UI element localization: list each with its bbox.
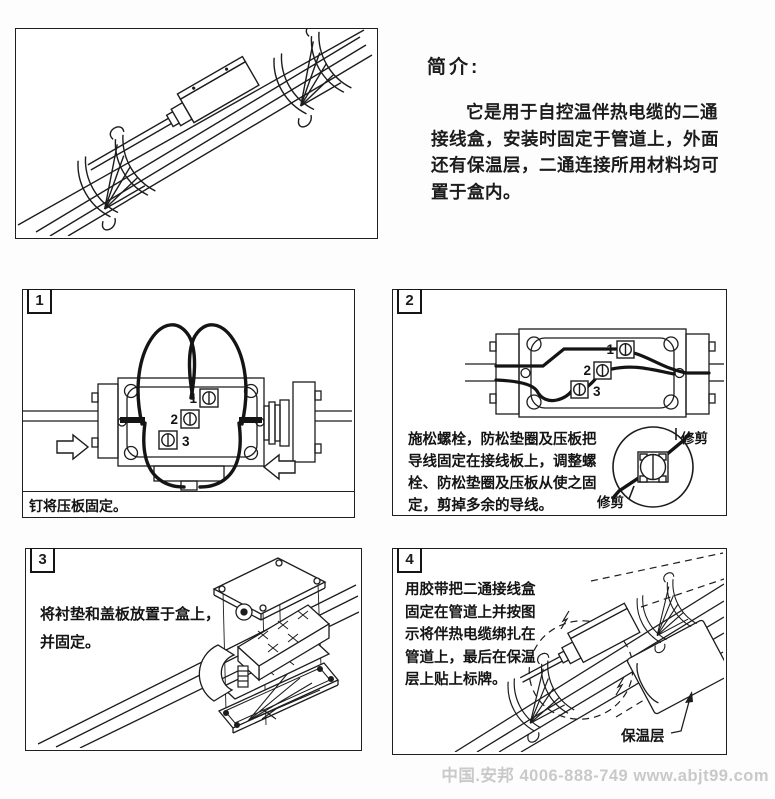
tape-marks [560,610,625,696]
insulation-label: 保温层 [620,727,665,745]
intro-title: 简介: [427,57,481,78]
screw-stack [237,665,249,688]
insulation-callout: 保温层 [620,691,693,745]
step3-diagram [37,557,359,748]
insulation-wrap [626,619,724,715]
intro-section: 简介: 它是用于自控温伴热电缆的二通接线盒，安装时固定于管道上，外面还有保温层，… [427,52,719,205]
overview-diagram [17,29,373,236]
junction-box [519,602,641,683]
watermark: 中国.安邦 4006-888-749 www.abjt99.com [441,767,769,785]
step4-diagram: 保温层 [454,552,724,752]
saddle-clamp [198,644,236,702]
terminal-2-label: 2 [170,412,178,427]
intro-body: 它是用于自控温伴热电缆的二通接线盒，安装时固定于管道上，外面还有保温层，二通连接… [431,102,719,202]
step1-panel: 1 [22,289,355,518]
step4-caption: 用胶带把二通接线盒固定在管道上并按图示将伴热电缆绑扎在管道上，最后在保温层上贴上… [405,582,536,688]
arrow-right-icon [56,433,90,461]
cable-tie-left [62,123,164,233]
box-body [236,604,331,682]
step3-number: 3 [30,548,55,573]
terminal-1-label: 1 [606,342,614,357]
trim-bottom-label: 修剪 [596,494,624,510]
exploded-box [198,557,340,734]
arrow-left-icon [262,453,296,481]
junction-box [87,55,260,171]
step2-panel: 2 [392,289,727,516]
terminal-3-label: 3 [182,434,190,449]
trim-top-label: 修剪 [680,430,708,446]
cover-plate [212,557,327,621]
step1-number: 1 [27,289,52,314]
step1-caption: 钉将压板固定。 [23,491,354,517]
trim-detail-circle: 修剪 修剪 [596,426,708,510]
base-cable-spider [247,672,321,722]
step3-caption: 将衬垫和盖板放置于盒上，并固定。 [40,606,221,651]
step2-caption: 施松螺栓，防松垫圈及压板把导线固定在接线板上，调整螺栓、防松垫圈及压板从使之固定… [408,432,597,514]
terminals [570,340,635,399]
overview-panel [15,28,378,239]
terminal-2-label: 2 [583,363,591,378]
pipe [17,29,373,236]
step2-number: 2 [397,289,422,314]
step3-panel: 3 [25,548,362,751]
terminals [158,388,219,450]
terminal-3-label: 3 [593,384,601,399]
cable-loops [136,323,248,489]
step2-diagram: 1 2 3 [465,328,724,510]
step1-diagram: 1 2 3 [23,323,352,491]
step4-number: 4 [397,548,422,573]
terminal-1-label: 1 [189,391,197,406]
step4-panel: 4 [392,548,727,755]
